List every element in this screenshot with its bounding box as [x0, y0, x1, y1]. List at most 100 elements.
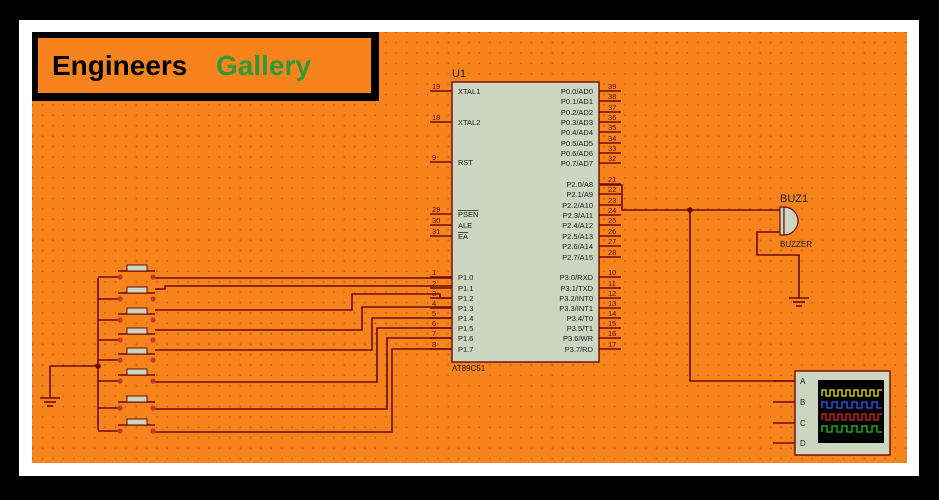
mcu-pin-left[interactable]: 7P1.6 [430, 329, 473, 343]
pin-number: 27 [608, 237, 616, 246]
buzzer-component[interactable]: BUZ1 BUZZER [779, 193, 812, 249]
mcu-pin-left[interactable]: 8P1.7 [430, 340, 473, 354]
pushbutton-group[interactable] [98, 264, 156, 434]
mcu-body[interactable] [451, 81, 600, 363]
pin-name: P0.4/AD4 [561, 128, 593, 137]
wire-buzzer-scope [689, 210, 795, 382]
pushbutton[interactable] [98, 264, 156, 280]
pushbutton[interactable] [98, 307, 156, 323]
pin-name: P3.1/TXD [560, 284, 593, 293]
pushbutton[interactable] [98, 368, 156, 384]
logo-word-engineers: Engineers [52, 50, 187, 81]
pin-name: P1.1 [458, 284, 473, 293]
pin-name: P1.6 [458, 334, 473, 343]
pin-name: P3.0/RXD [560, 273, 594, 282]
pin-number: 11 [608, 279, 616, 288]
pin-number: 5 [432, 309, 436, 318]
pin-number: 31 [432, 227, 440, 236]
pin-name: P2.1/A9 [566, 190, 593, 199]
logo-box: Engineers Gallery [32, 32, 379, 101]
mcu-pin-left[interactable]: 1P1.0 [430, 268, 473, 282]
pin-name: P2.5/A13 [562, 232, 593, 241]
wire-p17 [155, 348, 452, 433]
pin-name: P2.3/A11 [563, 211, 593, 220]
pin-number: 38 [608, 92, 616, 101]
mcu-pin-left[interactable]: 3P1.2 [430, 289, 473, 303]
pin-number: 28 [608, 248, 616, 257]
mcu-pin-left[interactable]: 5P1.4 [430, 309, 473, 323]
wire-p11 [155, 285, 452, 290]
pin-name: P0.2/AD2 [561, 108, 593, 117]
pin-name: P3.7/RD [565, 345, 594, 354]
pushbutton[interactable] [98, 395, 156, 411]
mcu-ref-label: U1 [452, 68, 466, 80]
pushbutton[interactable] [98, 347, 156, 363]
pushbutton[interactable] [98, 327, 156, 343]
pin-number: 16 [608, 329, 616, 338]
pin-number: 22 [608, 185, 616, 194]
pushbutton[interactable] [98, 286, 156, 302]
junction-dot [95, 363, 101, 369]
pin-name: P3.6/WR [563, 334, 594, 343]
ground-symbol-left [40, 397, 60, 407]
pin-name: P0.0/AD0 [561, 87, 593, 96]
pin-name: P2.2/A10 [562, 201, 593, 210]
mcu-pin-left[interactable]: 2P1.1 [430, 279, 473, 293]
logo-word-gallery: Gallery [216, 50, 311, 81]
mcu-at89c51[interactable]: U1 AT89C51 19XTAL118XTAL29RST29PSEN30ALE… [430, 68, 621, 373]
pin-number: 36 [608, 113, 616, 122]
scope-channel-label: D [800, 439, 806, 448]
pin-number: 25 [608, 216, 616, 225]
pushbutton[interactable] [98, 418, 156, 434]
scope-channel-label: C [800, 419, 806, 428]
pin-number: 13 [608, 299, 616, 308]
pin-name: P1.4 [458, 314, 473, 323]
buzzer-body [783, 206, 799, 236]
pin-number: 23 [608, 196, 616, 205]
pin-name: P0.1/AD1 [561, 97, 593, 106]
scope-trace [821, 389, 882, 397]
scope-traces [821, 389, 882, 433]
pin-name: XTAL1 [458, 87, 480, 96]
mcu-pin-left[interactable]: 6P1.5 [430, 319, 473, 333]
mcu-pin-left[interactable]: 4P1.3 [430, 299, 473, 313]
pin-name: P1.7 [458, 345, 473, 354]
wire-p15 [155, 327, 452, 383]
pin-number: 19 [432, 82, 440, 91]
pin-name: EA [458, 232, 468, 241]
